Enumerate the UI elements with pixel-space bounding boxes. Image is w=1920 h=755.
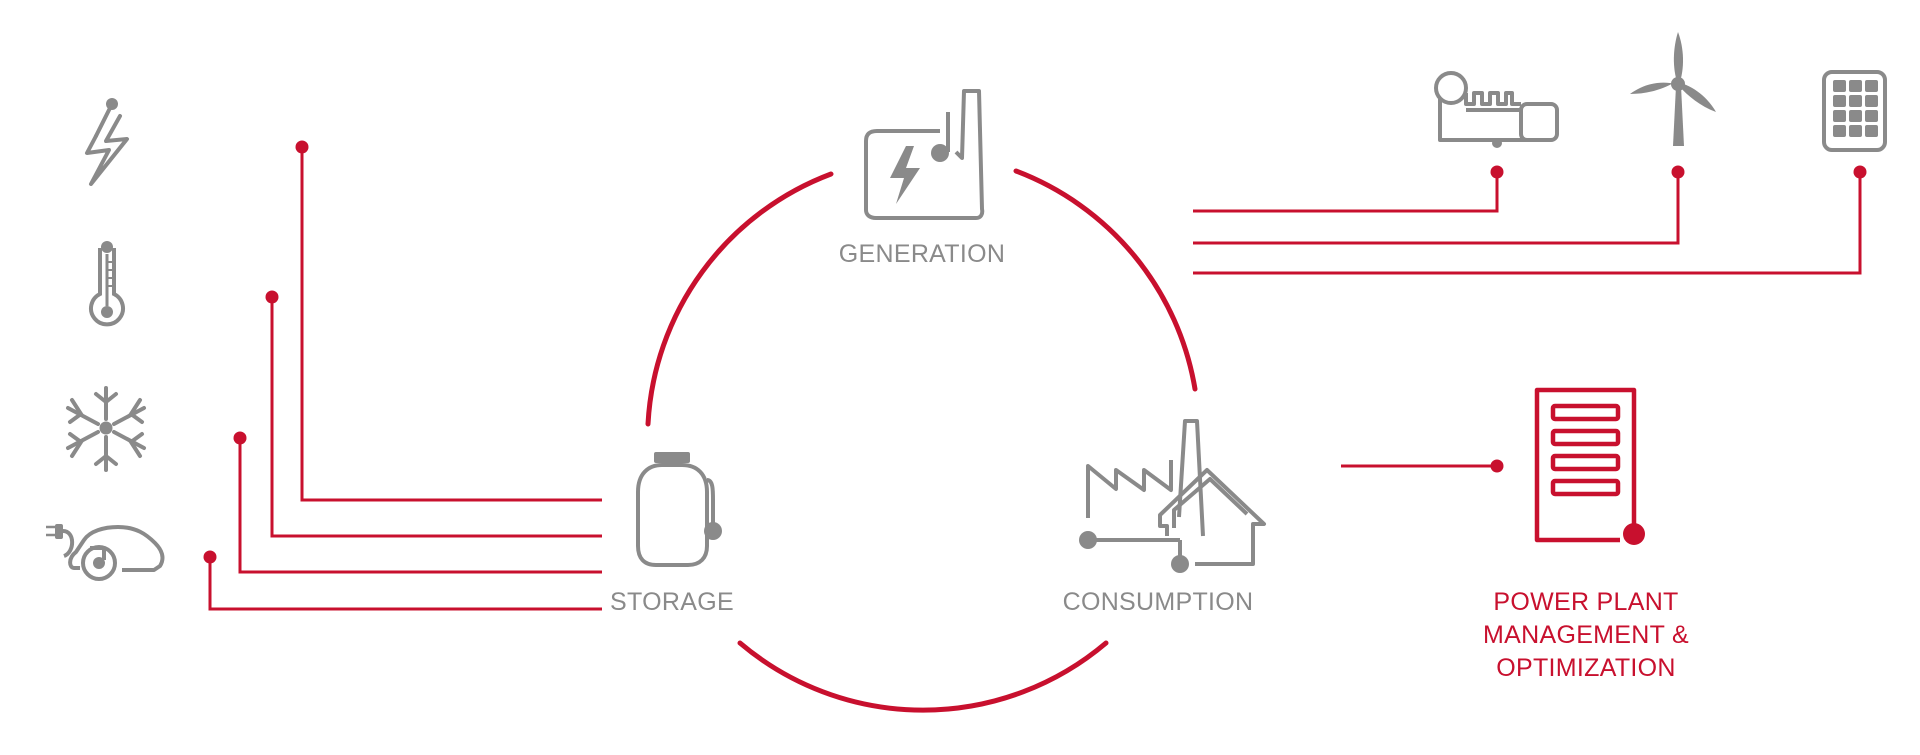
connector-line-3 (238, 438, 602, 574)
connector-dot-turbine (1490, 165, 1504, 179)
connector-line-1 (300, 147, 602, 502)
solar-panel-icon (1822, 70, 1887, 152)
connector-dot-2 (265, 290, 279, 304)
connector-dot-control (1490, 459, 1504, 473)
connector-line-wind (1193, 172, 1680, 245)
connector-dot-3 (233, 431, 247, 445)
cycle-arcs (645, 168, 1198, 713)
right-connector-dots (1490, 165, 1867, 473)
thermometer-icon (89, 241, 125, 327)
connector-line-4 (208, 557, 602, 611)
label-generation: GENERATION (839, 240, 1005, 268)
label-power-plant-line-1: POWER PLANT (1493, 588, 1678, 616)
arc-storage-generation (645, 171, 834, 427)
right-connectors (1193, 172, 1862, 468)
left-connectors (208, 147, 602, 611)
factory-house-icon (1079, 419, 1266, 573)
arc-consumption-storage (737, 640, 1109, 713)
arc-generation-consumption (1013, 168, 1198, 392)
connector-dot-4 (203, 550, 217, 564)
steam-turbine-icon (1434, 71, 1559, 148)
connector-dot-1 (295, 140, 309, 154)
connector-dot-wind (1671, 165, 1685, 179)
left-connector-dots (203, 140, 309, 564)
connector-line-turbine (1193, 172, 1499, 213)
label-power-plant-line-2: MANAGEMENT & (1483, 621, 1689, 649)
lightning-bolt-icon (85, 98, 129, 186)
label-power-plant-line-3: OPTIMIZATION (1496, 654, 1676, 682)
connector-line-solar (1193, 172, 1862, 275)
electric-car-icon (46, 524, 165, 581)
control-cabinet-icon (1534, 387, 1645, 545)
label-consumption: CONSUMPTION (1063, 588, 1254, 616)
label-storage: STORAGE (610, 588, 734, 616)
wind-turbine-icon (1630, 32, 1716, 146)
snowflake-icon (66, 386, 146, 472)
connector-dot-solar (1853, 165, 1867, 179)
connector-line-2 (270, 297, 602, 538)
power-plant-icon (864, 89, 985, 220)
storage-tank-icon (636, 452, 722, 567)
